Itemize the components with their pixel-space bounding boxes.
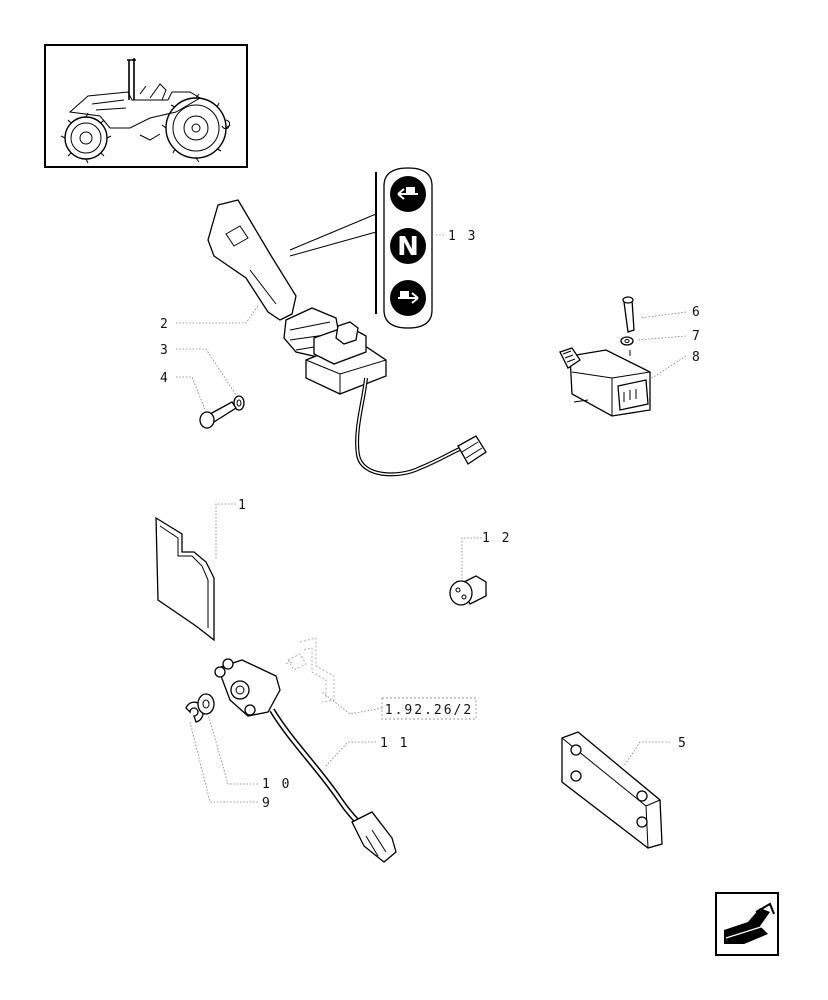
label-part-3: 3 [160,343,170,358]
neutral-icon [390,228,426,264]
label-part-10: 1 0 [262,777,291,792]
label-part-2: 2 [160,317,170,332]
part-1-gasket [155,516,215,642]
tractor-icon [60,58,231,164]
return-nav-button[interactable] [715,892,779,956]
part-3-4-screw-washer [199,395,245,429]
part-12-plug [449,575,487,606]
leader-lines [176,234,687,803]
label-part-9: 9 [262,796,272,811]
label-part-8: 8 [692,350,702,365]
part-6-7-8-switch [559,296,651,417]
label-part-6: 6 [692,305,702,320]
part-2-shuttle-lever [207,199,487,477]
label-part-1: 1 [238,498,248,513]
label-part-12: 1 2 [482,531,511,546]
part-13-direction-decal: N [289,167,433,329]
tractor-thumbnail [44,44,248,168]
part-labels: 2 3 4 1 3 6 7 8 1 1 2 1 1 5 1 0 9 [160,229,702,811]
label-part-5: 5 [678,736,688,751]
label-part-7: 7 [692,329,702,344]
reference-box[interactable]: 1.92.26/2 [381,697,477,720]
label-part-13: 1 3 [448,229,477,244]
ghost-bracket [283,637,335,703]
return-arrow-icon [724,902,775,944]
label-part-11: 1 1 [380,736,409,751]
decal-neutral-letter: N [397,232,419,262]
part-5-plate [561,731,663,849]
part-9-10-11-sensor [185,658,397,863]
reference-label: 1.92.26/2 [385,703,473,718]
label-part-4: 4 [160,371,170,386]
